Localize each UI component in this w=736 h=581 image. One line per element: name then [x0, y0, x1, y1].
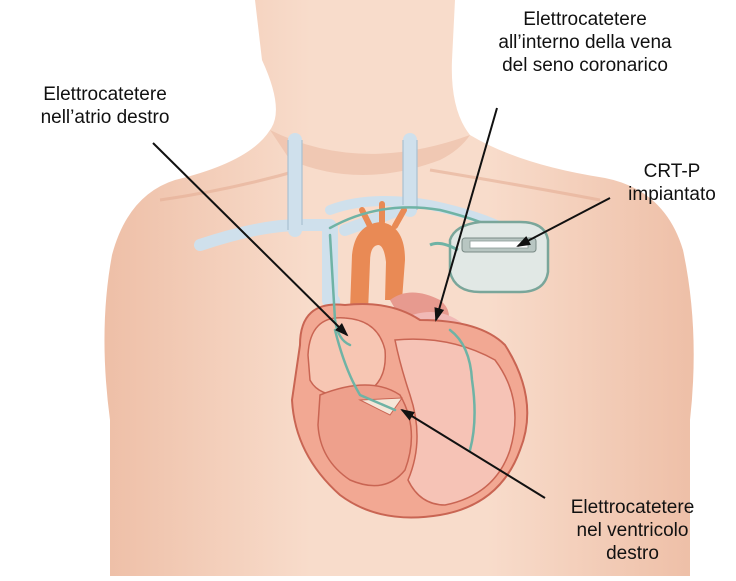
- label-crt-p: CRT-P impiantato: [612, 160, 732, 206]
- label-right-ventricle-lead: Elettrocatetere nel ventricolo destro: [540, 496, 725, 565]
- label-right-atrium-lead: Elettrocatetere nell’atrio destro: [5, 83, 205, 129]
- label-coronary-sinus-lead: Elettrocatetere all’interno della vena d…: [455, 8, 715, 77]
